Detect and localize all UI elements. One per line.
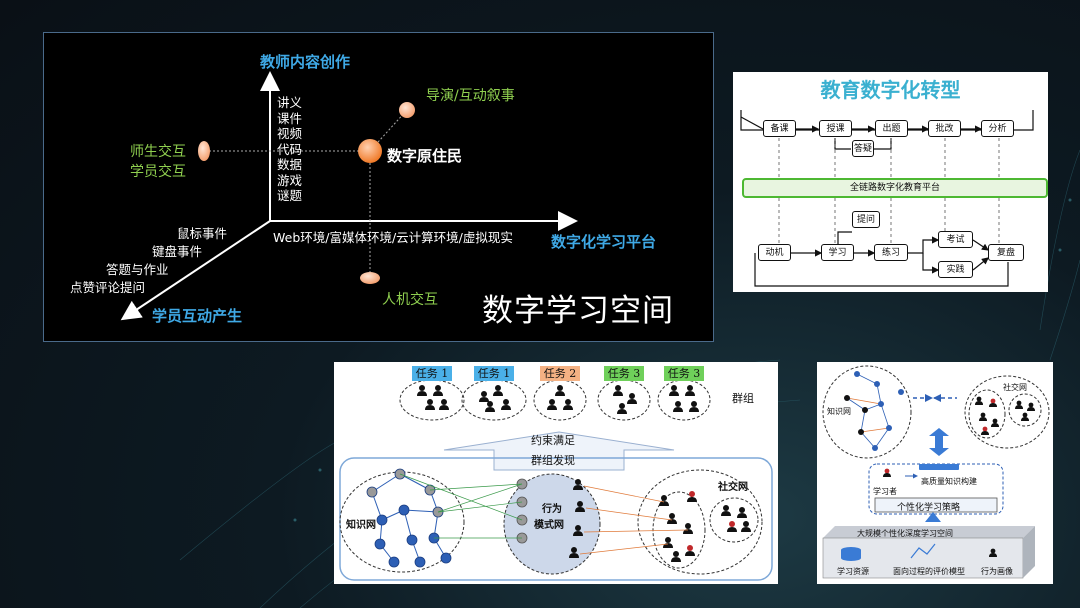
content-item: 谜题 (277, 188, 303, 203)
flow-step-learn: 学习 (821, 244, 854, 261)
content-list: 讲义 课件 视频 代码 数据 游戏 谜题 (277, 95, 302, 204)
axis-right-label: 数字化学习平台 (551, 233, 657, 251)
flow-step-exam: 考试 (938, 231, 973, 248)
task-tag-3: 任务 2 (540, 366, 580, 381)
flow-step-analyze: 分析 (981, 120, 1014, 137)
social-net-label: 社交网 (1003, 383, 1027, 392)
interact-item: 键盘事件 (152, 244, 203, 259)
content-item: 视频 (277, 126, 303, 141)
flow-step-motivation: 动机 (758, 244, 791, 261)
flow-step-teach: 授课 (819, 120, 852, 137)
platform-bar: 全链路数字化教育平台 (742, 178, 1048, 198)
task-tag-1: 任务 1 (412, 366, 452, 381)
task-tag-5: 任务 3 (664, 366, 704, 381)
interact-item: 鼠标事件 (177, 226, 228, 241)
flow-title: 教育数字化转型 (820, 78, 961, 102)
content-item: 讲义 (277, 95, 303, 110)
flow-step-set-questions: 出题 (875, 120, 908, 137)
z-axis (120, 220, 271, 321)
digital-native-node (358, 139, 382, 163)
discovery-label: 群组发现 (531, 454, 575, 467)
teacher-student-label: 师生交互 (130, 144, 186, 160)
social-net-label: 社交网 (718, 482, 748, 493)
digital-native-label: 数字原住民 (387, 147, 463, 165)
personalized-learning-panel: 知识网 社交网 学习者 高质量知识构建 个性化学习策略 大规模个性化深度学习空间… (817, 362, 1053, 584)
resources-label: 学习资源 (837, 567, 869, 576)
group-label: 群组 (732, 392, 754, 405)
flow-step-practice: 实践 (938, 261, 973, 278)
space-label: 大规模个性化深度学习空间 (857, 529, 953, 538)
human-machine-node (360, 272, 380, 284)
learner-label: 学习者 (873, 487, 897, 496)
interaction-node (198, 141, 210, 161)
knowledge-build-label: 高质量知识构建 (921, 477, 977, 486)
evaluation-label: 面向过程的评价模型 (893, 567, 965, 576)
flow-step-prepare: 备课 (763, 120, 796, 137)
flow-step-grade: 批改 (928, 120, 961, 137)
behavior-net-label-2: 模式网 (534, 520, 564, 531)
transformation-flow-panel: 教育数字化转型 (733, 72, 1048, 292)
task-tag-2: 任务 1 (474, 366, 514, 381)
human-machine-label: 人机交互 (382, 292, 438, 308)
flow-step-qa: 答疑 (852, 140, 874, 157)
strategy-label: 个性化学习策略 (897, 503, 961, 513)
environment-text: Web环境/富媒体环境/云计算环境/虚拟现实 (273, 230, 513, 245)
group-diagram (339, 379, 773, 581)
constraint-label: 约束满足 (531, 434, 575, 447)
knowledge-net-label: 知识网 (346, 520, 376, 531)
personalized-diagram (822, 365, 1050, 579)
space-title: 数字学习空间 (482, 293, 674, 329)
digital-learning-space-panel: 教师内容创作 数字化学习平台 学员互动产生 讲义 课件 视频 代码 数据 游戏 … (43, 32, 714, 342)
interact-item: 答题与作业 (106, 262, 169, 277)
interact-item: 点赞评论提问 (70, 280, 146, 295)
content-item: 代码 (277, 141, 303, 157)
flow-step-question: 提问 (852, 211, 880, 228)
axis-top-label: 教师内容创作 (260, 53, 351, 71)
student-student-label: 学员交互 (130, 164, 186, 180)
director-label: 导演/互动叙事 (426, 88, 515, 104)
director-node (399, 102, 415, 118)
content-item: 课件 (277, 110, 303, 126)
flow-step-review: 复盘 (988, 244, 1024, 261)
space-axes (120, 71, 578, 321)
content-item: 游戏 (277, 172, 303, 188)
knowledge-net-label: 知识网 (827, 407, 851, 416)
group-discovery-panel: 任务 1 任务 1 任务 2 任务 3 任务 3 群组 约束满足 群组发现 知识… (334, 362, 778, 584)
axis-left-label: 学员互动产生 (152, 307, 243, 325)
profile-label: 行为画像 (981, 567, 1013, 576)
behavior-net-label-1: 行为 (542, 504, 562, 515)
content-item: 数据 (277, 157, 303, 172)
task-tag-4: 任务 3 (604, 366, 644, 381)
flow-step-exercise: 练习 (874, 244, 908, 261)
